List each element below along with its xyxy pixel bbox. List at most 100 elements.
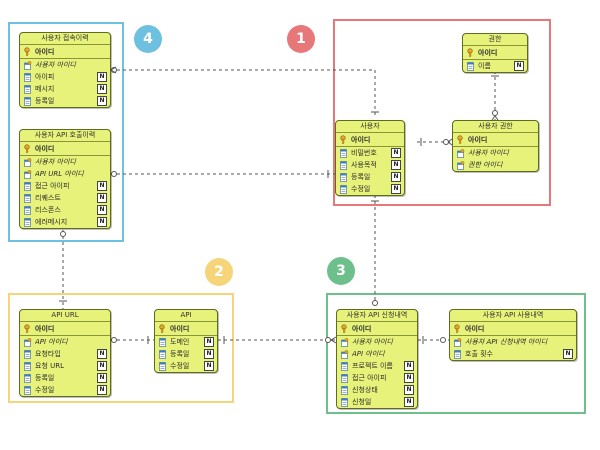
column-icon [24, 205, 31, 215]
entity-title: 사용자 API 신청내역 [337, 310, 417, 322]
primary-key-row[interactable]: 아이디 [337, 322, 417, 336]
field-name: 아이디 [352, 324, 372, 333]
entity-title: API URL [20, 310, 110, 322]
column-icon [341, 373, 348, 383]
column-icon [24, 84, 31, 94]
primary-key-row[interactable]: 아이디 [336, 133, 404, 147]
entity-title: 사용자 API 호출이력 [20, 130, 110, 142]
foreign-key-row[interactable]: 사용자 아이디 [20, 59, 110, 71]
column-icon [454, 349, 461, 359]
field-name: 접근 아이피 [35, 182, 70, 190]
primary-key-row[interactable]: 아이디 [20, 322, 110, 336]
column-icon [24, 349, 31, 359]
foreign-key-row[interactable]: 사용자 아이디 [337, 336, 417, 348]
field-name: 아이디 [170, 324, 190, 333]
nullable-badge: N [204, 349, 214, 359]
field-name: 도메인 [170, 338, 190, 346]
foreign-key-row[interactable]: API 아이디 [20, 336, 110, 348]
foreign-key-row[interactable]: API URL 아이디 [20, 168, 110, 180]
field-name: API 아이디 [35, 338, 68, 346]
field-name: 사용자 아이디 [468, 149, 509, 157]
attribute-row[interactable]: 수정일 N [155, 360, 217, 372]
field-name: 이름 [478, 62, 491, 70]
entity-title: API [155, 310, 217, 322]
attribute-row[interactable]: 요청타입 N [20, 348, 110, 360]
key-icon [454, 324, 460, 333]
rel-end-crow [110, 66, 117, 71]
column-icon [159, 349, 166, 359]
nullable-badge: N [97, 349, 107, 359]
field-name: 등록일 [35, 374, 55, 382]
group-badge-3: 3 [327, 257, 355, 285]
field-name: 사용자 아이디 [352, 338, 393, 346]
column-icon [467, 61, 474, 71]
rel-access-log-user [111, 69, 376, 117]
foreign-key-row[interactable]: 사용자 아이디 [20, 156, 110, 168]
field-name: 아이디 [465, 324, 485, 333]
primary-key-row[interactable]: 아이디 [463, 46, 527, 60]
foreign-key-row[interactable]: 사용자 API 신청내역 아이디 [450, 336, 576, 348]
field-name: API 아이디 [352, 350, 385, 358]
field-name: 수정일 [170, 362, 190, 370]
key-icon [159, 324, 165, 333]
primary-key-row[interactable]: 아이디 [450, 322, 576, 336]
foreign-key-icon [24, 169, 32, 179]
primary-key-row[interactable]: 아이디 [20, 45, 110, 59]
nullable-badge: N [97, 193, 107, 203]
key-icon [467, 48, 473, 57]
column-icon [340, 148, 347, 158]
column-icon [24, 217, 31, 227]
column-icon [24, 361, 31, 371]
foreign-key-row[interactable]: API 아이디 [337, 348, 417, 360]
group-box-3 [326, 293, 586, 414]
foreign-key-row[interactable]: 사용자 아이디 [453, 147, 538, 159]
primary-key-row[interactable]: 아이디 [155, 322, 217, 336]
nullable-badge: N [391, 148, 401, 158]
nullable-badge: N [404, 373, 414, 383]
column-icon [340, 184, 347, 194]
nullable-badge: N [204, 361, 214, 371]
field-name: 아이디 [351, 135, 371, 144]
field-name: 사용자 아이디 [35, 158, 76, 166]
field-name: 호출 횟수 [465, 350, 493, 358]
primary-key-row[interactable]: 아이디 [453, 133, 538, 147]
field-name: 아이디 [35, 47, 55, 56]
primary-key-row[interactable]: 아이디 [20, 142, 110, 156]
key-icon [457, 135, 463, 144]
foreign-key-row[interactable]: 권한 아이디 [453, 159, 538, 171]
field-name: 요청타입 [35, 350, 61, 358]
column-icon [24, 96, 31, 106]
